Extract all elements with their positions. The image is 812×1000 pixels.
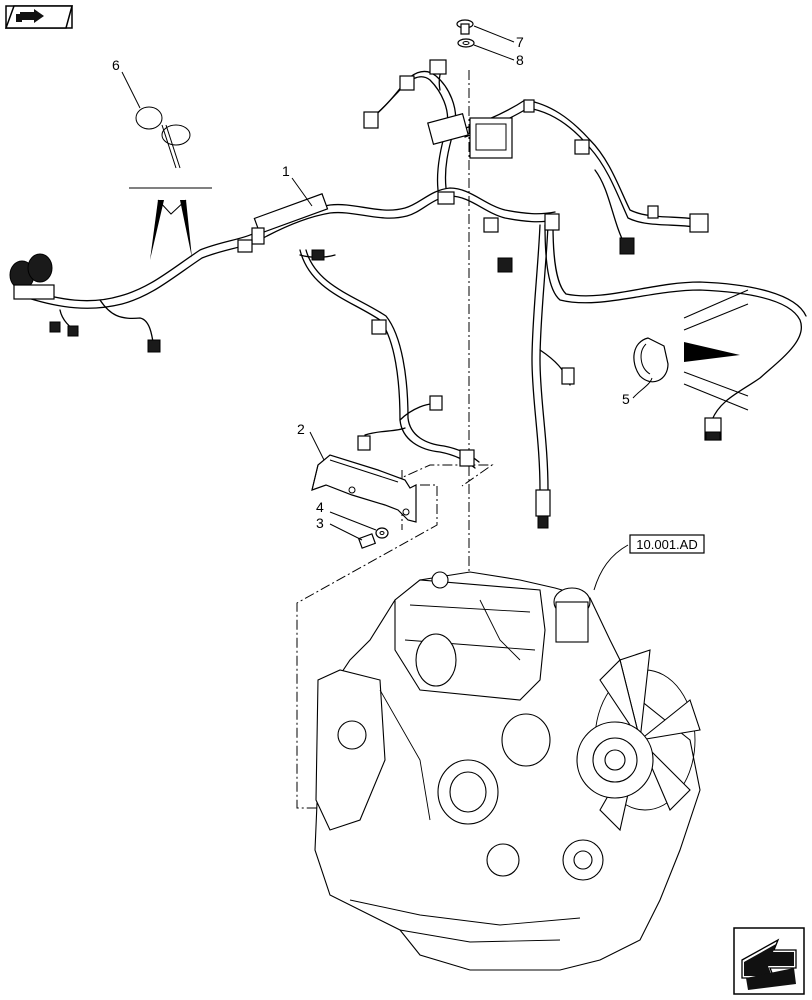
cable-clip-part-5: [633, 337, 669, 383]
engine-assembly: [314, 571, 701, 971]
callout-2: 2: [297, 421, 305, 437]
washer-part-8: [457, 38, 475, 48]
view-direction-icon[interactable]: [4, 5, 73, 29]
reference-label: 10.001.AD: [636, 537, 697, 552]
wiring-harness-part-1: [9, 59, 807, 529]
washer-part-4: [375, 527, 389, 539]
callout-7: 7: [516, 34, 524, 50]
callout-1: 1: [282, 163, 290, 179]
bolt-part-7: [456, 19, 474, 35]
bracket-part-2: [311, 454, 417, 523]
callout-3: 3: [316, 515, 324, 531]
reference-box[interactable]: 10.001.AD: [629, 534, 705, 554]
next-page-arrow-icon[interactable]: [733, 927, 805, 995]
tie-detail-arrows-right: [683, 289, 749, 411]
callout-labels: 1 2 3 4 5 6 7 8: [112, 34, 630, 531]
cable-tie-part-6: [135, 106, 191, 169]
tie-detail-arrows-top: [129, 187, 212, 260]
callout-6: 6: [112, 57, 120, 73]
leader-lines: [121, 25, 653, 591]
bolt-part-3: [357, 533, 377, 549]
callout-4: 4: [316, 499, 324, 515]
callout-5: 5: [622, 391, 630, 407]
callout-8: 8: [516, 52, 524, 68]
